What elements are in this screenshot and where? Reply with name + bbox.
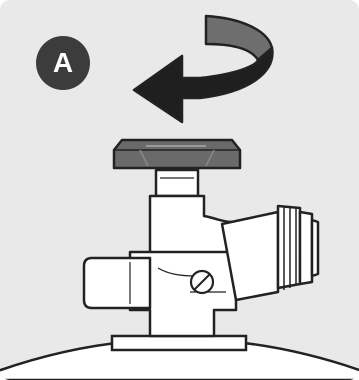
counterclockwise-rotation-arrow-icon — [132, 14, 274, 124]
step-badge: A — [36, 36, 90, 90]
screw-icon — [189, 269, 215, 295]
handwheel-icon — [112, 138, 242, 170]
cylinder-top-icon — [0, 334, 359, 380]
valve-body-icon — [82, 168, 320, 338]
